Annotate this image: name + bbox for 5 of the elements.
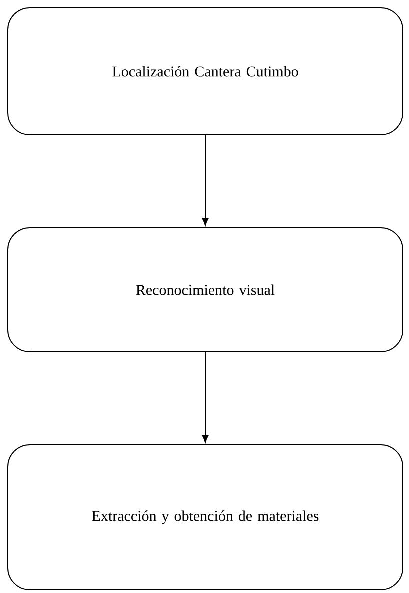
process-box: Reconocimiento visual — [8, 228, 404, 352]
arrow — [202, 135, 209, 226]
arrow — [202, 352, 209, 443]
process-box: Localización Cantera Cutimbo — [8, 8, 404, 136]
process-box: Extracción y obtención de materiales — [8, 444, 404, 590]
